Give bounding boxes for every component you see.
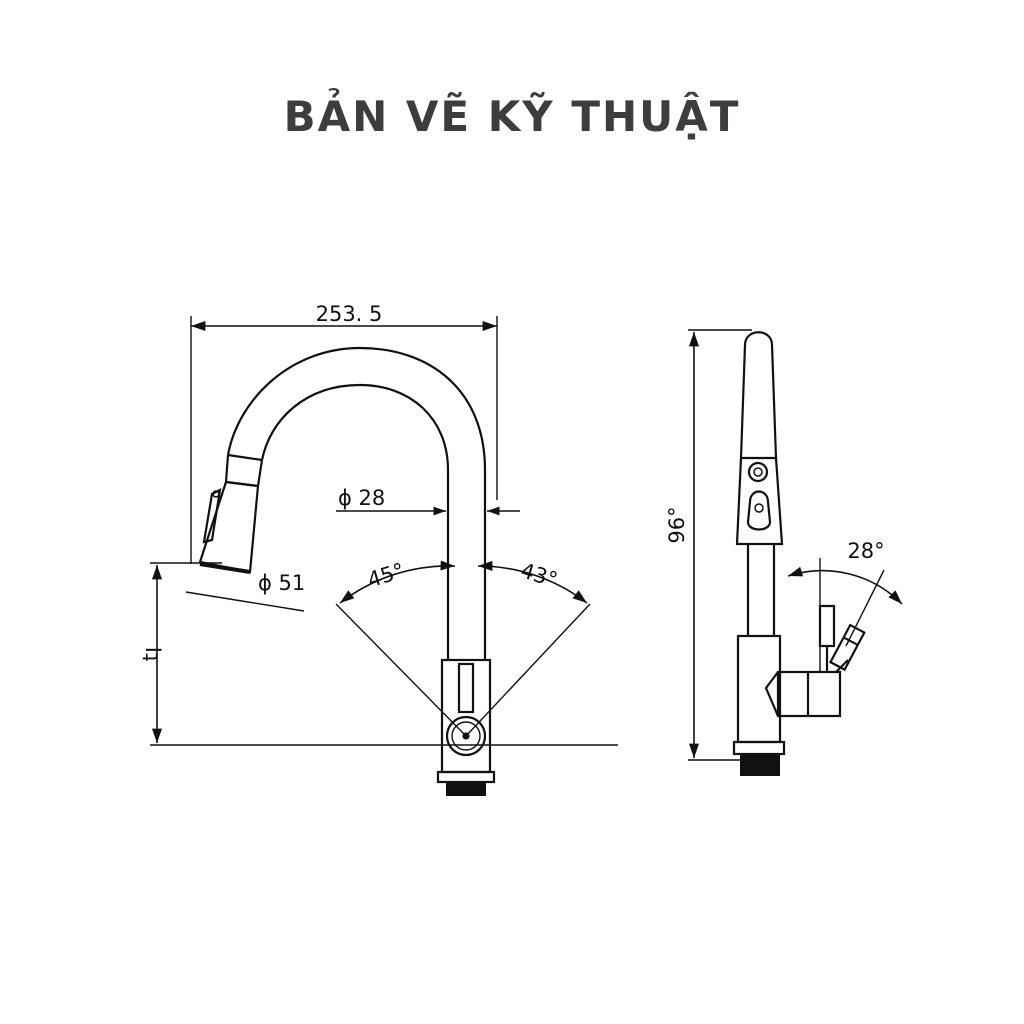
side-height-dimension [688, 329, 752, 761]
head-diameter-leader [185, 591, 305, 612]
faucet-body-side [732, 331, 866, 756]
mounting-thread-front [446, 782, 486, 796]
tube-diameter-label: ϕ 28 [338, 486, 385, 510]
side-view: 96° 28° [665, 329, 903, 776]
handle-angle-arc [787, 566, 903, 605]
front-view: 45° 43° 253. 5 ϕ 28 ϕ 51 Iʇ [141, 302, 618, 796]
faucet-body-front [198, 346, 496, 784]
width-dimension [190, 316, 498, 564]
head-diameter-label: ϕ 51 [258, 571, 305, 595]
spray-face-thick [199, 562, 251, 574]
right-angle-label: 43° [518, 558, 561, 592]
left-angle-arc [339, 560, 456, 604]
width-label: 253. 5 [316, 302, 383, 326]
page-title: BẢN VẼ KỸ THUẬT [283, 92, 741, 141]
handle-angle-label: 28° [847, 539, 884, 563]
height-label: Iʇ [141, 647, 165, 661]
swivel-angle-lines [335, 603, 591, 737]
height-dimension [150, 562, 618, 746]
left-angle-label: 45° [365, 558, 408, 592]
right-angle-arc [477, 560, 588, 604]
side-height-label: 96° [665, 506, 689, 543]
mounting-thread-side [740, 754, 780, 776]
